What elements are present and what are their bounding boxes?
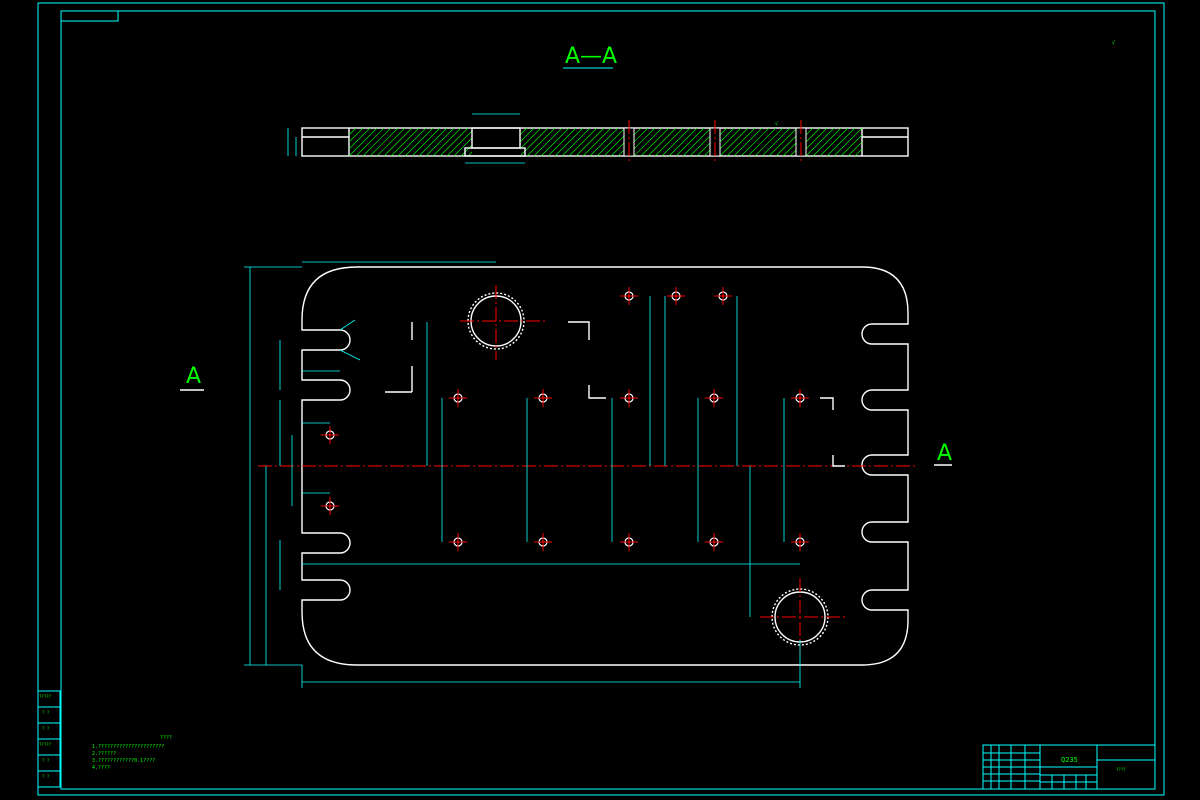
revision-table: ????? ? ? ? ? ????? ? ? ? ? xyxy=(37,690,61,788)
section-marker-left: A xyxy=(180,364,204,391)
section-roughness-note: √ xyxy=(775,121,778,127)
note-line-4: 4.???? xyxy=(92,765,110,771)
plan-view xyxy=(244,261,918,688)
hole-9 xyxy=(449,533,467,551)
hole-2 xyxy=(667,287,685,305)
hole-11 xyxy=(620,533,638,551)
hole-13 xyxy=(791,533,809,551)
dimension-lines xyxy=(244,261,801,688)
note-line-1: 1.?????????????????????? xyxy=(92,744,164,750)
svg-text:A: A xyxy=(937,441,952,466)
hole-12 xyxy=(705,533,723,551)
revision-row-2: ? ? xyxy=(42,710,50,715)
technical-notes: ???? 1.?????????????????????? 2.?????? 3… xyxy=(92,735,172,771)
revision-row-3: ? ? xyxy=(42,726,50,731)
revision-row-5: ? ? xyxy=(42,758,50,763)
general-roughness-note: √ xyxy=(1112,40,1115,46)
hole-10 xyxy=(534,533,552,551)
mounting-holes xyxy=(321,287,809,551)
section-hatching xyxy=(348,127,863,157)
hole-1 xyxy=(620,287,638,305)
hole-8 xyxy=(791,389,809,407)
hole-7 xyxy=(705,389,723,407)
note-line-2: 2.?????? xyxy=(92,751,116,757)
hole-3 xyxy=(714,287,732,305)
material-label: Q235 xyxy=(1061,756,1078,764)
revision-row-6: ? ? xyxy=(42,774,50,779)
hole-6 xyxy=(620,389,638,407)
note-line-3: 3.????????????0.1???? xyxy=(92,758,155,764)
section-marker-right: A xyxy=(934,441,952,466)
drawing-frame xyxy=(37,2,1165,796)
hole-14 xyxy=(321,426,339,444)
section-view-title: A—A xyxy=(565,44,617,69)
notes-heading: ???? xyxy=(160,735,172,741)
drawing-name: ???? xyxy=(1116,767,1126,772)
svg-text:A: A xyxy=(186,364,201,389)
hole-4 xyxy=(449,389,467,407)
hole-5 xyxy=(534,389,552,407)
revision-row-1: ????? xyxy=(39,694,52,699)
revision-row-4: ????? xyxy=(39,742,52,747)
top-left-label-box xyxy=(60,10,119,22)
hole-15 xyxy=(321,497,339,515)
title-block: Q235 ???? xyxy=(982,744,1156,790)
plate-outline xyxy=(301,266,909,666)
section-view: A—A √ √ xyxy=(287,40,1115,164)
